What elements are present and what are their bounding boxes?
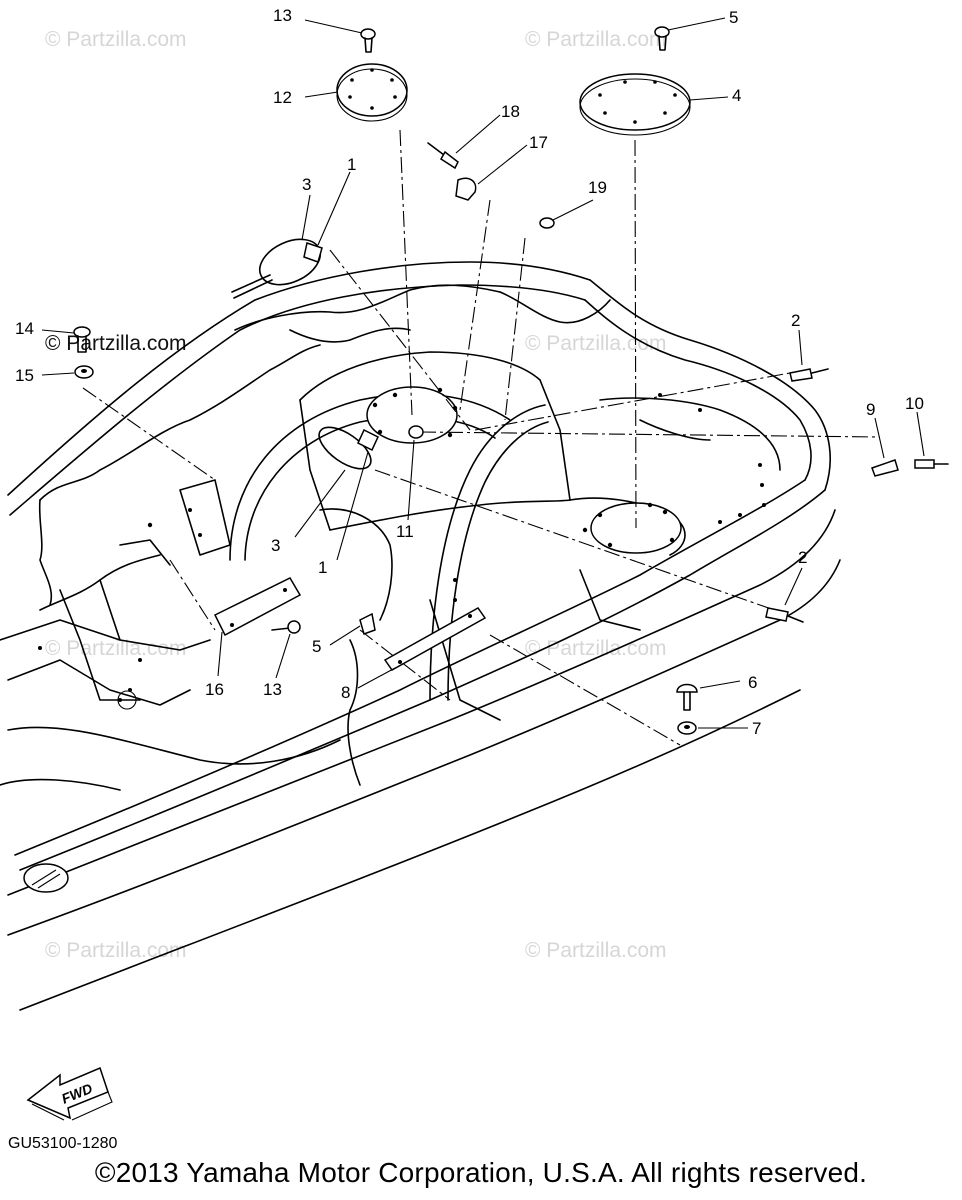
callout-5: 5 (312, 637, 321, 656)
watermark: © Partzilla.com (45, 332, 187, 355)
callout-labels: 13 12 5 4 18 17 1 3 19 14 15 2 9 10 3 1 … (15, 6, 924, 738)
callout-5: 5 (729, 8, 738, 27)
callout-3: 3 (271, 536, 280, 555)
callout-9: 9 (866, 400, 875, 419)
cover-plate-12 (336, 63, 408, 122)
rivet-10 (914, 459, 949, 469)
callout-1: 1 (347, 155, 356, 174)
callout-1: 1 (318, 558, 327, 577)
plate-16 (213, 577, 302, 637)
cable-tie-3-mid (318, 426, 379, 470)
callout-19: 19 (588, 178, 607, 197)
watermark: © Partzilla.com (525, 28, 667, 51)
callout-17: 17 (529, 133, 548, 152)
callout-10: 10 (905, 394, 924, 413)
clip-17 (455, 177, 477, 201)
rivet-2-top (789, 368, 829, 382)
screw-13-low (271, 620, 301, 634)
parts (73, 26, 949, 735)
plate-8 (383, 607, 487, 671)
leader-lines (41, 17, 925, 729)
cover-plate-4 (579, 73, 691, 136)
callout-7: 7 (752, 719, 761, 738)
grommet-15 (74, 365, 94, 379)
bolt-14 (73, 326, 91, 353)
callout-12: 12 (273, 88, 292, 107)
watermark: © Partzilla.com (45, 28, 187, 51)
bolt-6 (676, 683, 698, 711)
callout-13: 13 (273, 6, 292, 25)
fwd-arrow-icon: FWD (26, 1066, 113, 1121)
watermark: © Partzilla.com (525, 332, 667, 355)
washer-11 (408, 425, 424, 439)
assembly-lines (82, 129, 881, 746)
cable-tie-3-top (231, 238, 323, 299)
callout-14: 14 (15, 319, 34, 338)
callout-2: 2 (791, 311, 800, 330)
callout-13: 13 (263, 680, 282, 699)
screw-5-low (359, 612, 376, 635)
callout-8: 8 (341, 683, 350, 702)
hull-drawing (0, 261, 841, 1011)
callout-2: 2 (798, 548, 807, 567)
callout-4: 4 (732, 86, 741, 105)
callout-3: 3 (302, 175, 311, 194)
rivet-2-bottom (765, 607, 804, 623)
copyright-notice: ©2013 Yamaha Motor Corporation, U.S.A. A… (94, 1157, 868, 1188)
mount-holes (38, 387, 766, 702)
watermark: © Partzilla.com (525, 939, 667, 962)
callout-16: 16 (205, 680, 224, 699)
screw-5-top (654, 26, 670, 51)
rivet-18 (427, 142, 459, 170)
callout-11: 11 (396, 522, 414, 541)
diagram-code: GU53100-1280 (8, 1135, 118, 1152)
callout-18: 18 (501, 102, 520, 121)
grommet-7 (677, 721, 697, 735)
callout-6: 6 (748, 673, 757, 692)
callout-15: 15 (15, 366, 34, 385)
clip-9 (871, 459, 899, 477)
screw-13-top (360, 28, 376, 53)
watermark: © Partzilla.com (45, 939, 187, 962)
scupper-icon (23, 863, 69, 893)
washer-19 (539, 217, 555, 229)
watermark: © Partzilla.com (45, 637, 187, 660)
